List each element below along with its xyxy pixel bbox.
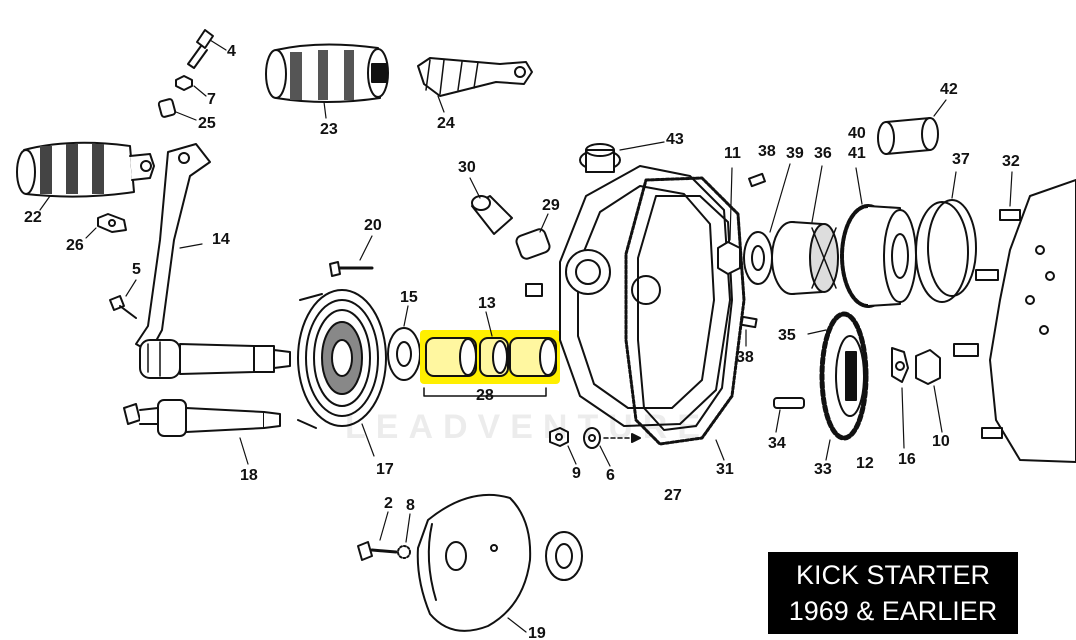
part-5-bolt bbox=[109, 279, 137, 319]
label-part-39: 39 bbox=[786, 145, 804, 162]
label-part-38-upper: 38 bbox=[758, 143, 776, 160]
label-part-8: 8 bbox=[406, 497, 415, 514]
part-31-gasket bbox=[624, 176, 746, 461]
label-part-19: 19 bbox=[528, 625, 546, 640]
label-part-9: 9 bbox=[572, 465, 581, 482]
label-part-25: 25 bbox=[198, 115, 216, 132]
part-36-clutch bbox=[771, 165, 839, 295]
label-part-41: 41 bbox=[848, 145, 866, 162]
label-part-4: 4 bbox=[227, 43, 236, 60]
part-16-lockwasher bbox=[891, 347, 909, 449]
part-22-pedal bbox=[16, 141, 155, 211]
title-line-2: 1969 & EARLIER bbox=[788, 596, 998, 626]
watermark: LEADVENTURE bbox=[345, 408, 711, 446]
part-24-footrest bbox=[417, 57, 533, 113]
label-part-26: 26 bbox=[66, 237, 84, 254]
label-part-28: 28 bbox=[476, 387, 494, 404]
part-14-crank bbox=[135, 143, 211, 353]
label-part-32: 32 bbox=[1002, 153, 1020, 170]
part-2-screw bbox=[357, 511, 398, 561]
part-30-bushing bbox=[469, 177, 513, 235]
label-part-12: 12 bbox=[856, 455, 874, 472]
label-part-7: 7 bbox=[207, 91, 216, 108]
label-part-42: 42 bbox=[940, 81, 958, 98]
label-part-38-lower: 38 bbox=[736, 349, 754, 366]
label-part-33: 33 bbox=[814, 461, 832, 478]
label-part-30: 30 bbox=[458, 159, 476, 176]
label-part-37: 37 bbox=[952, 151, 970, 168]
part-10-nut bbox=[915, 349, 943, 433]
label-part-43: 43 bbox=[666, 131, 684, 148]
label-part-23: 23 bbox=[320, 121, 338, 138]
label-part-11: 11 bbox=[724, 145, 741, 162]
label-part-24: 24 bbox=[437, 115, 455, 132]
label-part-5: 5 bbox=[132, 261, 141, 278]
part-41-gear bbox=[840, 167, 917, 308]
part-32-case bbox=[953, 171, 1076, 463]
label-part-14: 14 bbox=[212, 231, 230, 248]
part-38-pin-upper bbox=[748, 172, 766, 188]
part-11-nut bbox=[717, 167, 741, 275]
part-17-spring bbox=[297, 289, 387, 457]
part-34-pin bbox=[773, 397, 805, 433]
part-28-bushings-highlight bbox=[420, 311, 560, 397]
label-part-13: 13 bbox=[478, 295, 496, 312]
label-part-15: 15 bbox=[400, 289, 418, 306]
part-7-nut bbox=[175, 75, 207, 97]
label-part-35: 35 bbox=[778, 327, 796, 344]
part-29-bushing bbox=[515, 213, 551, 260]
label-part-2: 2 bbox=[384, 495, 393, 512]
part-14-shaft bbox=[139, 339, 291, 379]
part-27-cover bbox=[559, 165, 731, 427]
part-8-lockwasher bbox=[397, 513, 411, 559]
part-25-setscrew bbox=[157, 98, 197, 121]
part-4-bolt bbox=[187, 29, 227, 69]
label-part-31: 31 bbox=[716, 461, 734, 478]
label-part-16: 16 bbox=[898, 451, 916, 468]
part-37-ring bbox=[915, 171, 977, 303]
pin bbox=[525, 283, 543, 297]
label-part-18: 18 bbox=[240, 467, 258, 484]
part-43-plug bbox=[579, 141, 665, 173]
label-part-34: 34 bbox=[768, 435, 786, 452]
part-9-nut bbox=[549, 427, 577, 465]
part-23-rubber bbox=[265, 43, 389, 119]
part-33-ratchet bbox=[807, 311, 869, 461]
label-part-17: 17 bbox=[376, 461, 394, 478]
part-15-washer bbox=[387, 305, 421, 381]
label-part-6: 6 bbox=[606, 467, 615, 484]
label-part-10: 10 bbox=[932, 433, 950, 450]
label-part-40: 40 bbox=[848, 125, 866, 142]
part-18-shaft bbox=[123, 399, 281, 465]
label-part-27: 27 bbox=[664, 487, 682, 504]
label-part-29: 29 bbox=[542, 197, 560, 214]
part-38-pin-lower bbox=[740, 315, 758, 347]
part-20-screw bbox=[329, 235, 374, 277]
label-part-20: 20 bbox=[364, 217, 382, 234]
label-part-22: 22 bbox=[24, 209, 42, 226]
diagram-title-box: KICK STARTER 1969 & EARLIER bbox=[768, 552, 1018, 634]
label-part-36: 36 bbox=[814, 145, 832, 162]
part-19-cover bbox=[416, 493, 532, 633]
part-42-bushing bbox=[877, 99, 947, 155]
part-26-washer bbox=[85, 213, 127, 239]
washer bbox=[545, 531, 583, 581]
part-6-washer bbox=[583, 427, 641, 467]
title-line-1: KICK STARTER bbox=[795, 560, 991, 590]
